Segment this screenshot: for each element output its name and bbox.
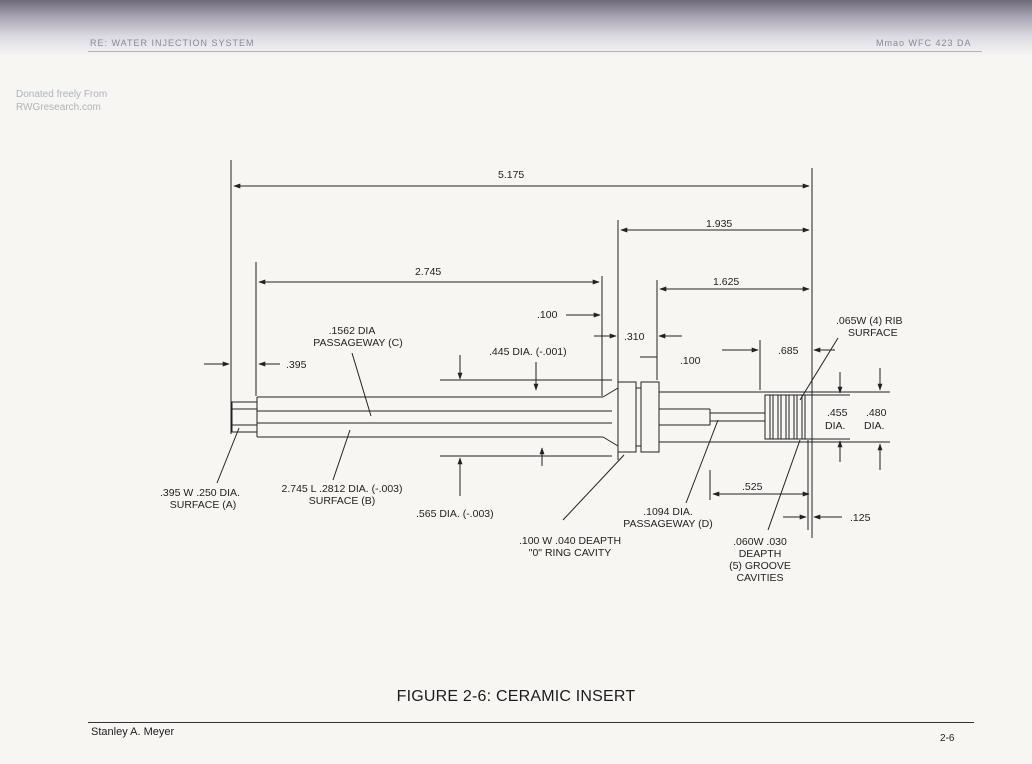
footer-author: Stanley A. Meyer (91, 726, 175, 738)
note-surface-b-line-1: 2.745 L .2812 DIA. (-.003) (281, 483, 402, 495)
note-surface-a-line-2: SURFACE (A) (170, 499, 237, 511)
note-dia-565: .565 DIA. (-.003) (416, 508, 494, 520)
figure-caption: FIGURE 2-6: CERAMIC INSERT (396, 688, 636, 705)
dim-tip-length: .395 (286, 359, 307, 371)
dim-ring-width: .310 (624, 331, 645, 343)
note-groove-line-2: DEAPTH (739, 548, 782, 560)
dim-end-length: .125 (850, 512, 871, 524)
scan-top-shading (0, 0, 1032, 56)
note-passageway-c-line-2: PASSAGEWAY (C) (313, 337, 402, 349)
dim-ring-offset: .100 (537, 309, 558, 321)
dim-rib-zone-length: 1.625 (713, 276, 739, 288)
dim-rib-offset: .685 (778, 345, 799, 357)
dim-dia-455: .455 (827, 407, 848, 419)
extension-lines (230, 160, 890, 538)
dim-dia-455-suffix: DIA. (825, 420, 845, 432)
running-header-title: RE: WATER INJECTION SYSTEM (90, 38, 255, 48)
note-surface-a-line-1: .395 W .250 DIA. (160, 487, 240, 499)
note-groove-line-1: .060W .030 (733, 536, 787, 548)
dim-step: .100 (680, 355, 701, 367)
dim-rear-length: 1.935 (706, 218, 732, 230)
note-rib-surface-line-2: SURFACE (848, 327, 898, 339)
dim-passage-length: 2.745 (415, 266, 441, 278)
insert-body (231, 381, 813, 453)
note-surface-b-line-2: SURFACE (B) (309, 495, 376, 507)
running-header-doc-id: Mmao WFC 423 DA (876, 38, 972, 48)
watermark-line-1: Donated freely From (16, 89, 108, 100)
note-rib-surface-line-1: .065W (4) RIB (836, 315, 903, 327)
dim-bore-dia: .445 DIA. (-.001) (489, 346, 567, 358)
header-rule (88, 51, 982, 52)
note-passageway-d-line-2: PASSAGEWAY (D) (623, 518, 712, 530)
groove-cavities (769, 395, 803, 439)
watermark: Donated freely From RWGresearch.com (16, 88, 107, 114)
footer-page-number: 2-6 (940, 733, 955, 744)
dimension-lines (204, 183, 883, 520)
footer-rule (88, 722, 974, 723)
dim-dia-480: .480 (866, 407, 887, 419)
note-passageway-d-line-1: .1094 DIA. (643, 506, 693, 518)
dim-dia-480-suffix: DIA. (864, 420, 884, 432)
watermark-line-2: RWGresearch.com (16, 102, 101, 113)
dim-overall-length: 5.175 (498, 169, 524, 181)
note-groove-line-4: CAVITIES (736, 572, 783, 584)
note-o-ring-line-2: "0" RING CAVITY (529, 547, 612, 559)
note-groove-line-3: (5) GROOVE (729, 560, 791, 572)
dim-groove-length: .525 (742, 481, 763, 493)
note-o-ring-line-1: .100 W .040 DEAPTH (519, 535, 621, 547)
note-passageway-c-line-1: .1562 DIA (329, 325, 376, 337)
leader-lines (216, 337, 839, 531)
